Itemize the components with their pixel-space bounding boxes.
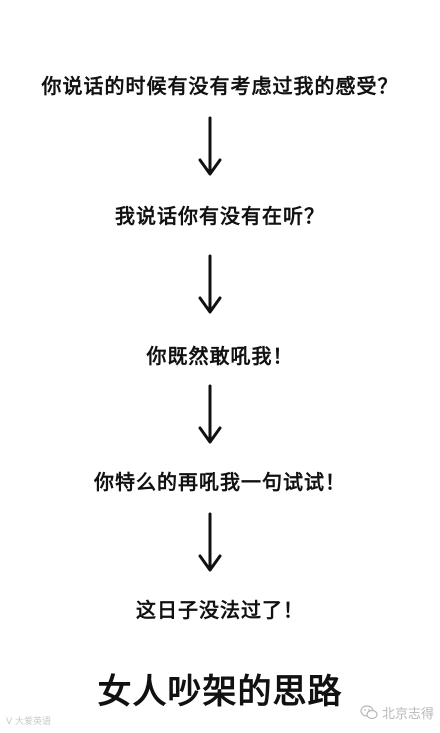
watermark-right: 北京志得 bbox=[360, 703, 434, 722]
down-arrow-icon bbox=[198, 512, 222, 572]
down-arrow-icon bbox=[198, 254, 222, 314]
diagram-title: 女人吵架的思路 bbox=[97, 672, 343, 712]
step-3: 你既然敢吼我！ bbox=[146, 344, 294, 368]
down-arrow-icon bbox=[198, 116, 222, 176]
step-4: 你特么的再吼我一句试试！ bbox=[94, 470, 346, 494]
watermark-right-label: 北京志得 bbox=[381, 707, 434, 722]
step-5: 这日子没法过了！ bbox=[136, 598, 304, 622]
down-arrow-icon bbox=[198, 384, 222, 444]
step-2: 我说话你有没有在听？ bbox=[115, 204, 325, 228]
step-1: 你说话的时候有没有考虑过我的感受？ bbox=[41, 74, 399, 98]
wechat-icon bbox=[360, 705, 378, 720]
watermark-left: V 大爱英语 bbox=[6, 717, 52, 727]
